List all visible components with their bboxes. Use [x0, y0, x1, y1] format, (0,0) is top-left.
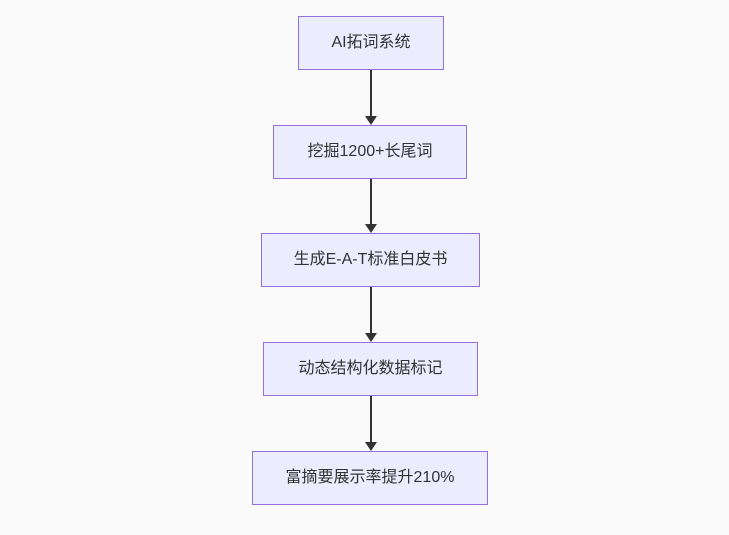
flow-arrow-3 [364, 396, 377, 451]
arrow-down-icon [364, 224, 377, 233]
arrow-shaft [369, 287, 372, 334]
arrow-down-icon [364, 442, 377, 451]
arrow-down-icon [364, 333, 377, 342]
arrow-shaft [369, 396, 372, 443]
flow-arrow-2 [364, 287, 377, 342]
flow-arrow-1 [364, 179, 377, 233]
arrow-down-icon [364, 116, 377, 125]
arrow-shaft [369, 70, 372, 117]
flow-node-ai-word-expansion: AI拓词系统 [298, 16, 444, 70]
flow-node-structured-data: 动态结构化数据标记 [263, 342, 478, 396]
flow-node-eat-whitepaper: 生成E-A-T标准白皮书 [261, 233, 480, 287]
flow-arrow-0 [364, 70, 377, 125]
flow-node-longtail-keywords: 挖掘1200+长尾词 [273, 125, 467, 179]
flow-node-rich-snippet-rate: 富摘要展示率提升210% [252, 451, 488, 505]
arrow-shaft [369, 179, 372, 225]
